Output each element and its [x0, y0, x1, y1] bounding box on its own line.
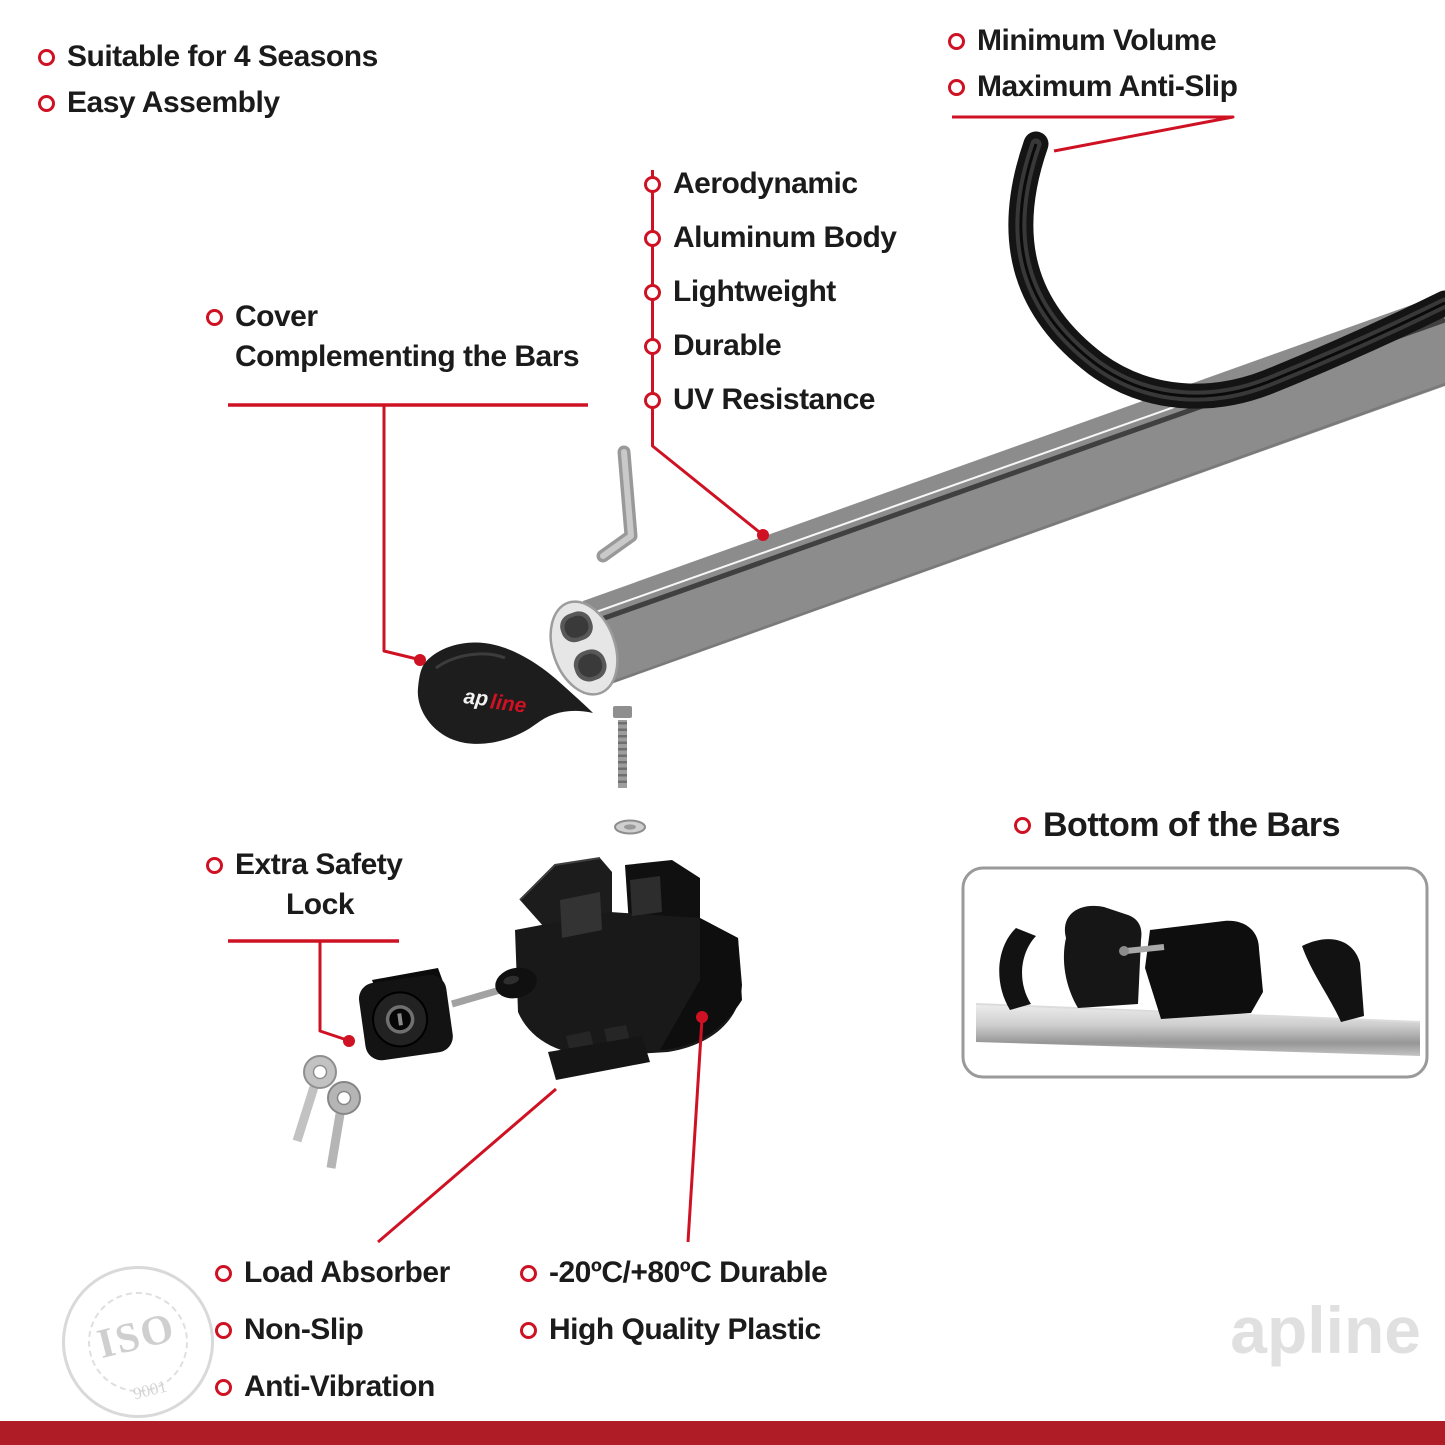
label-line: Bottom of the Bars [1014, 805, 1341, 844]
list-item-label: Minimum Volume [977, 24, 1217, 57]
bullet-icon [38, 48, 55, 66]
list-item-label: Suitable for 4 Seasons [67, 40, 378, 73]
bullet-icon [206, 308, 223, 326]
leader-line-cover [382, 405, 418, 661]
list-item: Minimum Volume [948, 22, 1237, 60]
bottom-of-bars-title: Bottom of the Bars [1014, 805, 1341, 844]
leader-line-antislip [952, 115, 1235, 153]
bottom-red-strip [0, 1421, 1445, 1445]
list-item-label: -20ºC/+80ºC Durable [549, 1256, 828, 1289]
bottom-of-bars-label: Bottom of the Bars [1043, 805, 1341, 844]
list-item: Aerodynamic [644, 165, 897, 203]
list-item: Non-Slip [215, 1311, 450, 1349]
bullet-icon [520, 1264, 537, 1282]
lock-label: Extra Safety Lock [206, 846, 405, 922]
list-item: Suitable for 4 Seasons [38, 38, 378, 76]
bolt [613, 706, 632, 788]
cover-label-line2: Complementing the Bars [235, 340, 580, 373]
inset-clamp-left [1063, 905, 1142, 1008]
leader-line-features [651, 170, 764, 537]
bullet-icon [644, 337, 661, 355]
inset-bar [976, 1004, 1420, 1056]
list-item: Load Absorber [215, 1254, 450, 1292]
leader-line-lock [318, 941, 348, 1042]
safety-lock [358, 967, 537, 1061]
list-item-label: Load Absorber [244, 1256, 450, 1289]
leader-dot-lock [343, 1035, 355, 1047]
list-item: Anti-Vibration [215, 1368, 450, 1406]
leader-dot-plastic [696, 1011, 708, 1023]
bullet-icon [38, 94, 55, 112]
list-item: -20ºC/+80ºC Durable [520, 1254, 828, 1292]
bullet-icon [948, 32, 965, 50]
bar-feature-list: Aerodynamic Aluminum Body Lightweight Du… [644, 165, 897, 435]
list-item: Easy Assembly [38, 84, 378, 122]
bar-cover-cap: ap line [417, 642, 593, 744]
list-item: High Quality Plastic [520, 1311, 827, 1349]
bullet-icon [644, 391, 661, 409]
list-item-label: High Quality Plastic [549, 1313, 821, 1346]
list-item: Durable [644, 327, 897, 365]
top-right-feature-list: Minimum Volume Maximum Anti-Slip [948, 22, 1238, 114]
list-item-label: Anti-Vibration [244, 1370, 435, 1403]
keys [292, 1055, 361, 1169]
list-item-label: Non-Slip [244, 1313, 364, 1346]
bullet-icon [215, 1264, 232, 1282]
leader-line-absorber [377, 1087, 557, 1244]
brand-watermark-line: line [1307, 1293, 1421, 1367]
cover-label: Cover Complementing the Bars [206, 298, 580, 374]
cover-logo-line: line [489, 690, 528, 717]
brand-watermark-ap: ap [1230, 1293, 1308, 1367]
bullet-icon [206, 856, 223, 874]
label-line: Extra Safety [206, 846, 405, 884]
inset-strap [999, 928, 1036, 1010]
inset-clamp-right [1145, 920, 1263, 1019]
list-item: Aluminum Body [644, 219, 897, 257]
list-item-label: Maximum Anti-Slip [977, 70, 1238, 103]
lock-label-line2: Lock [285, 888, 355, 921]
list-item-label: Durable [673, 329, 782, 362]
leader-dot-features [757, 529, 769, 541]
bar-end-cap [549, 600, 619, 696]
bullet-icon [215, 1378, 232, 1396]
top-left-feature-list: Suitable for 4 Seasons Easy Assembly [38, 38, 378, 130]
bottom-of-bars-inset [961, 866, 1429, 1079]
list-item: UV Resistance [644, 381, 897, 419]
allen-key [596, 445, 638, 563]
list-item-label: Lightweight [673, 275, 836, 308]
bullet-icon [520, 1321, 537, 1339]
bullet-icon [948, 78, 965, 96]
leader-dot-cover [414, 654, 426, 666]
list-item: Lightweight [644, 273, 897, 311]
rubber-strip [1008, 131, 1445, 409]
label-line: Cover [206, 298, 579, 336]
bullet-icon [215, 1321, 232, 1339]
washer [614, 819, 646, 835]
leader-line-plastic [686, 1018, 704, 1243]
cover-logo-ap: ap [462, 685, 489, 711]
bottom-left-feature-list: Load Absorber Non-Slip Anti-Vibration [215, 1254, 450, 1425]
list-item-label: UV Resistance [673, 383, 875, 416]
list-item-label: Aerodynamic [673, 167, 858, 200]
bullet-icon [644, 175, 661, 193]
bullet-icon [644, 283, 661, 301]
bullet-icon [644, 229, 661, 247]
lock-label-line1: Extra Safety [235, 848, 403, 881]
brand-watermark: apline [1230, 1292, 1421, 1368]
cover-label-line1: Cover [235, 300, 318, 333]
load-absorber-pad [548, 1025, 650, 1080]
inset-fin [1302, 939, 1364, 1022]
list-item-label: Easy Assembly [67, 86, 280, 119]
list-item: Maximum Anti-Slip [948, 68, 1238, 106]
list-item-label: Aluminum Body [673, 221, 897, 254]
bullet-icon [1014, 816, 1031, 834]
mounting-foot [515, 857, 742, 1056]
bottom-center-feature-list: -20ºC/+80ºC Durable High Quality Plastic [520, 1254, 828, 1368]
